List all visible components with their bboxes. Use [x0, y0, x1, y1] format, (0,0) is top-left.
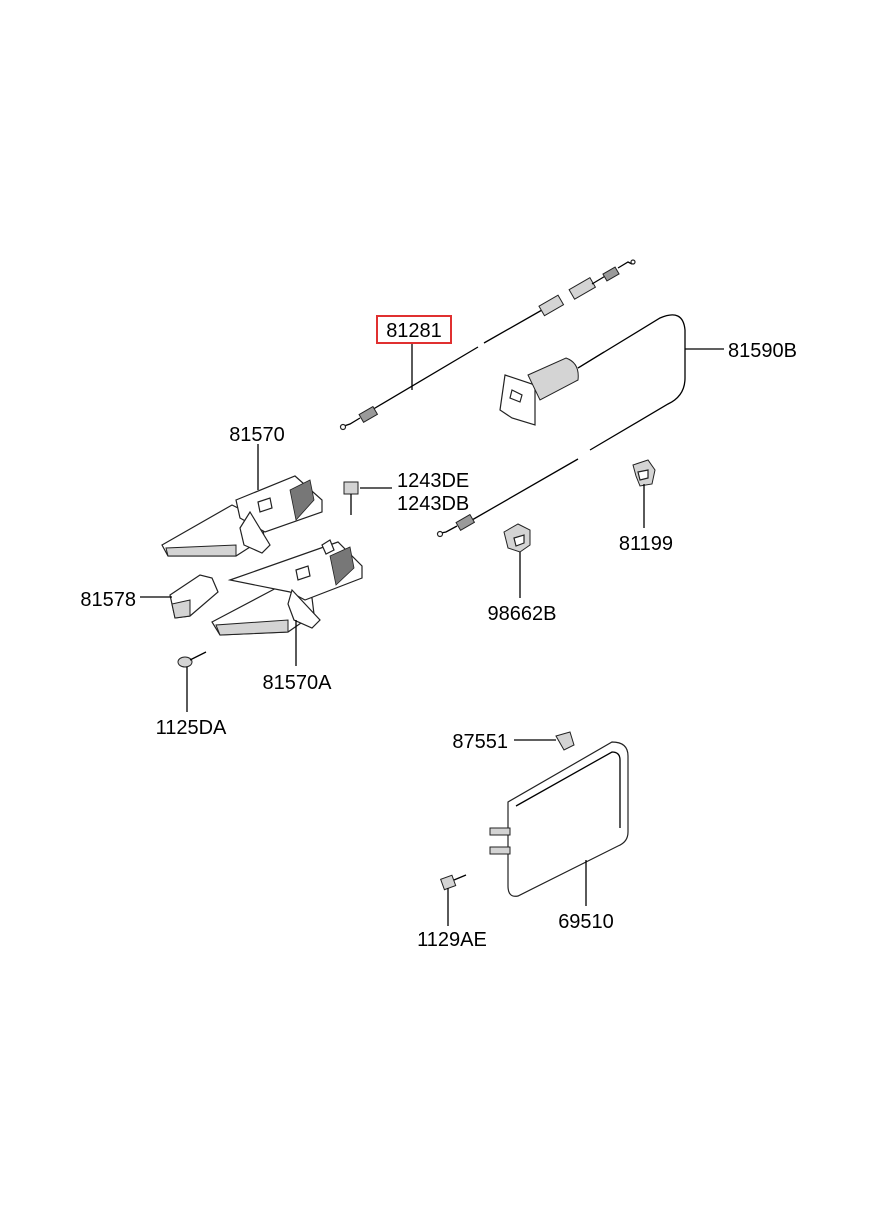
callout-1125DA[interactable]: 1125DA [156, 717, 227, 739]
callout-1243DB[interactable]: 1243DB [397, 493, 469, 515]
bumper-87551 [555, 731, 575, 751]
callout-1243DE[interactable]: 1243DE [397, 470, 469, 492]
callout-81590B[interactable]: 81590B [728, 340, 797, 362]
callout-69510[interactable]: 69510 [558, 911, 614, 933]
fuel-filler-cable [436, 314, 686, 538]
fuel-filler-door [489, 741, 629, 897]
clip-81199 [632, 459, 656, 487]
bolt-1243DE [343, 481, 359, 515]
cover-81578 [169, 574, 219, 619]
callout-87551[interactable]: 87551 [452, 731, 508, 753]
bolt-1125DA [177, 651, 207, 668]
callout-81199[interactable]: 81199 [619, 533, 673, 555]
callout-1129AE[interactable]: 1129AE [417, 929, 487, 951]
callout-81570A[interactable]: 81570A [263, 672, 333, 694]
clip-98662B [503, 523, 531, 553]
callout-81281[interactable]: 81281 [386, 320, 442, 342]
hood-release-cable [339, 259, 636, 431]
callout-81578[interactable]: 81578 [80, 589, 136, 611]
callout-81570[interactable]: 81570 [229, 424, 285, 446]
bolt-1129AE [440, 874, 467, 891]
release-handle-81570A [211, 539, 363, 636]
callout-98662B[interactable]: 98662B [488, 603, 557, 625]
callout-highlight-box [376, 315, 452, 344]
release-handle-81570 [161, 475, 323, 557]
leader-lines [140, 343, 724, 926]
